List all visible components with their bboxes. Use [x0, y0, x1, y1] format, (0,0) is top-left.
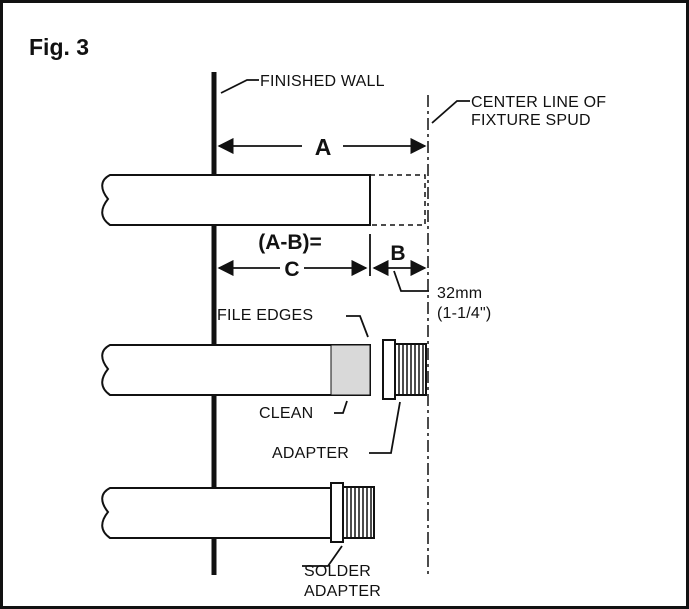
center-line-label-line1: CENTER LINE OF	[471, 94, 606, 111]
pipe-extension-dashed	[370, 174, 426, 226]
clean-label: CLEAN	[259, 405, 313, 422]
file-edges-label: FILE EDGES	[217, 307, 313, 324]
dimension-b-leader	[393, 270, 429, 292]
cut-pipe	[101, 344, 371, 396]
threaded-adapter	[382, 339, 427, 400]
dimension-b-imperial: (1-1/4")	[437, 305, 491, 322]
dimension-b-label: B	[390, 242, 405, 265]
finished-wall-leader	[220, 79, 259, 94]
dimension-b-metric: 32mm	[437, 285, 482, 302]
clean-leader	[334, 400, 348, 414]
center-line-label-line2: FIXTURE SPUD	[471, 112, 591, 129]
dimension-a-label: A	[315, 134, 332, 160]
dimension-c-label: C	[284, 258, 299, 281]
installed-pipe	[101, 487, 332, 539]
clean-area	[330, 344, 371, 396]
file-edges-leader	[346, 315, 369, 338]
solder-adapter-label-line1: SOLDER	[304, 563, 371, 580]
finished-wall-label: FINISHED WALL	[260, 73, 385, 90]
solder-adapter	[330, 482, 375, 543]
solder-adapter-leader	[302, 545, 343, 567]
center-line-leader	[431, 100, 470, 124]
solder-adapter-label-line2: ADAPTER	[304, 583, 381, 600]
figure-title: Fig. 3	[29, 34, 89, 60]
a-minus-b-label: (A-B)=	[258, 231, 322, 254]
adapter-label: ADAPTER	[272, 445, 349, 462]
uncut-pipe	[101, 174, 371, 226]
adapter-leader	[369, 401, 401, 454]
